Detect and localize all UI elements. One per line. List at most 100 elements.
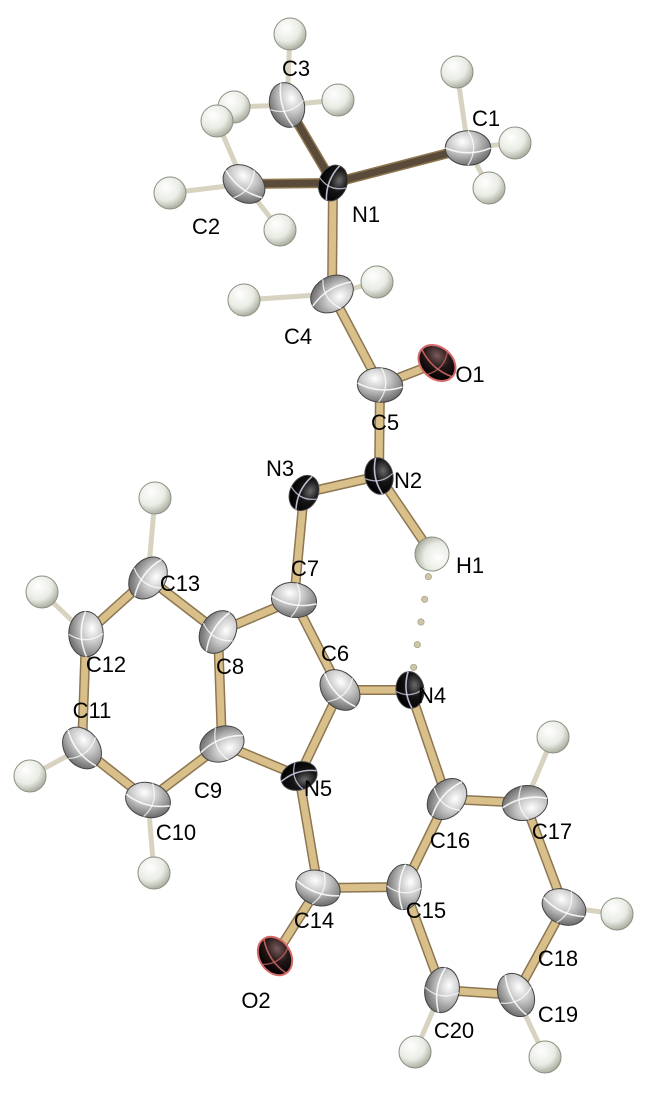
atom-ellipsoid-c16 (426, 777, 468, 821)
hydrogen-atom-c4-9 (227, 283, 261, 317)
ellipsoid-axis-c6 (323, 673, 356, 708)
hydrogen-atom-c20-18 (398, 1035, 432, 1069)
ellipsoid-axis-n4 (405, 671, 413, 709)
ellipsoid-axis2-c10 (143, 783, 155, 818)
ellipsoid-axis-n1 (325, 165, 341, 201)
ellipsoid-axis2-c3 (270, 99, 305, 113)
atom-label-n4: N4 (418, 683, 446, 708)
ellipsoid-axis2-n2 (365, 472, 394, 482)
atom-label-c13: C13 (160, 571, 200, 596)
ellipsoid-axis2-c18 (556, 891, 573, 924)
ellipsoid-axis-c18 (542, 896, 585, 918)
ellipsoid-axis2-c17 (518, 785, 530, 821)
atom-c14 (295, 869, 341, 907)
ellipsoid-axis2-c12 (68, 633, 104, 641)
hydrogen-atom-c19-17 (528, 1040, 562, 1074)
atom-label-n5: N5 (304, 776, 332, 801)
atom-label-c7: C7 (291, 556, 319, 581)
atom-label-o2: O2 (241, 988, 270, 1013)
atom-c7 (270, 582, 318, 618)
atom-label-c6: C6 (321, 641, 349, 666)
ellipsoid-axis-c16 (431, 781, 463, 817)
hydrogen-atom-c2-6 (153, 176, 187, 210)
atom-label-c1: C1 (472, 106, 500, 131)
hydrogen-atom-c4-10 (360, 265, 394, 299)
atom-ellipsoid-c1 (444, 130, 492, 166)
bond-N1-C1 (329, 144, 472, 187)
hydrogen-atom-c2-7 (200, 104, 234, 138)
atom-h1 (414, 536, 450, 572)
hydrogen-atom-c1-4 (498, 126, 532, 160)
ellipsoid-axis2-c19 (500, 986, 532, 1004)
ellipsoid-axis-c7 (271, 595, 317, 607)
hydrogen-bond-dot (424, 573, 432, 581)
atom-label-c10: C10 (156, 820, 196, 845)
atom-c10 (125, 781, 171, 819)
ellipsoid-axis-c11 (67, 729, 97, 767)
ellipsoid-axis-n3 (295, 475, 313, 510)
ellipsoid-axis-c19 (504, 974, 528, 1016)
atom-label-c12: C12 (86, 652, 126, 677)
atom-ellipsoid-c6 (319, 669, 361, 711)
ellipsoid-axis2-c5 (377, 367, 387, 403)
hydrogen-atom-c3-0 (273, 17, 307, 51)
atom-c19 (496, 972, 536, 1018)
atom-label-c14: C14 (294, 908, 334, 933)
atom-label-c17: C17 (532, 819, 572, 844)
atoms-layer (62, 82, 587, 1018)
ellipsoid-axis-c3 (279, 83, 294, 128)
hydrogen-atom-c12-12 (25, 575, 59, 609)
hydrogen-atom-c3-1 (321, 83, 355, 117)
ellipsoid-axis-c8 (205, 611, 231, 652)
ellipsoid-axis-n5 (280, 769, 317, 782)
hydrogen-atom-c10-14 (137, 856, 171, 890)
ellipsoid-axis2-c9 (214, 727, 229, 761)
ellipsoid-axis2-c11 (68, 737, 97, 760)
ellipsoid-axis2-o1 (426, 351, 449, 376)
hydrogen-atom-c18-16 (600, 897, 634, 931)
hydrogen-atom-c11-13 (13, 759, 47, 793)
atom-c12 (68, 610, 104, 658)
ellipsoid-axis2-c13 (133, 567, 162, 589)
atom-o2 (256, 935, 294, 977)
atom-c3 (268, 82, 306, 128)
atom-ellipsoid-c12 (68, 610, 104, 658)
ellipsoid-axis2-n4 (395, 688, 425, 696)
ellipsoid-axis2-o2 (261, 947, 289, 966)
ellipsoid-axis-c1 (445, 147, 491, 154)
atom-label-c9: C9 (194, 778, 222, 803)
ellipsoid-axis2-c6 (327, 678, 354, 703)
ellipsoid-axis-c10 (125, 793, 171, 808)
atom-c16 (426, 777, 468, 821)
hydrogen-atom-c2-8 (263, 213, 297, 247)
ellipsoid-axis2-c20 (424, 986, 460, 997)
atom-c6 (319, 669, 361, 711)
bond-C16-N4 (406, 686, 451, 803)
atom-label-c18: C18 (538, 946, 578, 971)
ellipsoid-axis-c17 (502, 796, 548, 809)
hydrogen-bond-dot (417, 618, 425, 626)
atom-label-h1: H1 (456, 553, 484, 578)
atom-c13 (128, 556, 168, 600)
atom-n1 (317, 164, 349, 202)
bond-N5-C14 (295, 772, 322, 892)
hydrogen-atom-c17-15 (536, 720, 570, 754)
atom-c18 (541, 888, 587, 926)
atom-label-c8: C8 (216, 654, 244, 679)
ellipsoid-axis-n2 (373, 457, 384, 495)
ellipsoid-axis-c4 (312, 281, 352, 307)
atom-label-n3: N3 (266, 456, 294, 481)
ellipsoid-axis2-n1 (319, 177, 347, 190)
atom-ellipsoid-c4 (310, 274, 354, 314)
atom-ellipsoid-c14 (295, 869, 341, 907)
atom-label-c11: C11 (73, 698, 112, 723)
atom-label-c5: C5 (371, 410, 399, 435)
atom-label-n1: N1 (352, 202, 380, 227)
atom-c2 (222, 164, 266, 204)
hydrogens-layer (13, 17, 634, 1074)
atom-label-c15: C15 (406, 898, 446, 923)
atom-ellipsoid-c7 (270, 582, 318, 618)
ellipsoid-axis2-c7 (290, 582, 301, 618)
atom-c4 (310, 274, 354, 314)
